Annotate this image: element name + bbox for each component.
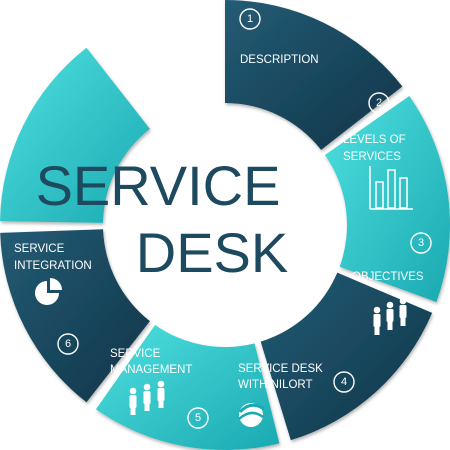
people-icon: [129, 380, 165, 415]
segment-6-number: 6: [65, 338, 71, 350]
segment-1-arc: [225, 0, 403, 150]
segment-1-number: 1: [247, 13, 253, 25]
pie-chart-icon: [35, 278, 62, 305]
segment-6-arc: [0, 47, 150, 223]
segment-2-number: 2: [376, 97, 382, 109]
segment-3-arc: [260, 272, 433, 441]
segment-1-label: DESCRIPTION: [240, 54, 319, 66]
segment-1-number-circle: [239, 8, 261, 30]
title-line2: DESK: [136, 221, 289, 284]
segment-4-number: 4: [341, 376, 347, 388]
segment-3-label: OBJECTIVES: [352, 271, 424, 283]
segment-2-label-line1: LEVELS OF: [343, 134, 406, 146]
logo-icon: [238, 403, 265, 427]
bar-chart-icon: [369, 166, 413, 210]
segment-6-number-circle: [57, 333, 79, 355]
segment-6-label-line2: INTEGRATION: [14, 260, 92, 272]
segment-6-label-line1: SERVICE: [14, 243, 65, 255]
segment-4-number-circle: [333, 371, 355, 393]
title-line1: SERVICE: [36, 154, 281, 217]
segment-4-arc: [95, 324, 280, 450]
segment-4-label-line1: SERVICE DESK: [238, 363, 323, 375]
segment-3-number: 3: [418, 237, 424, 249]
segment-5-label-line1: SERVICE: [110, 348, 161, 360]
segment-2-label-line2: SERVICES: [343, 151, 401, 163]
segment-5-arc: [0, 229, 150, 403]
segment-3-number-circle: [410, 232, 432, 254]
segment-5-number: 5: [195, 412, 201, 424]
segment-2-number-circle: [368, 92, 390, 114]
people-icon: [373, 297, 407, 335]
segment-5-number-circle: [187, 407, 209, 429]
segment-5-label-line2: MANAGEMENT: [110, 364, 192, 376]
segment-4-label-line2: WITH NILORT: [238, 379, 313, 391]
